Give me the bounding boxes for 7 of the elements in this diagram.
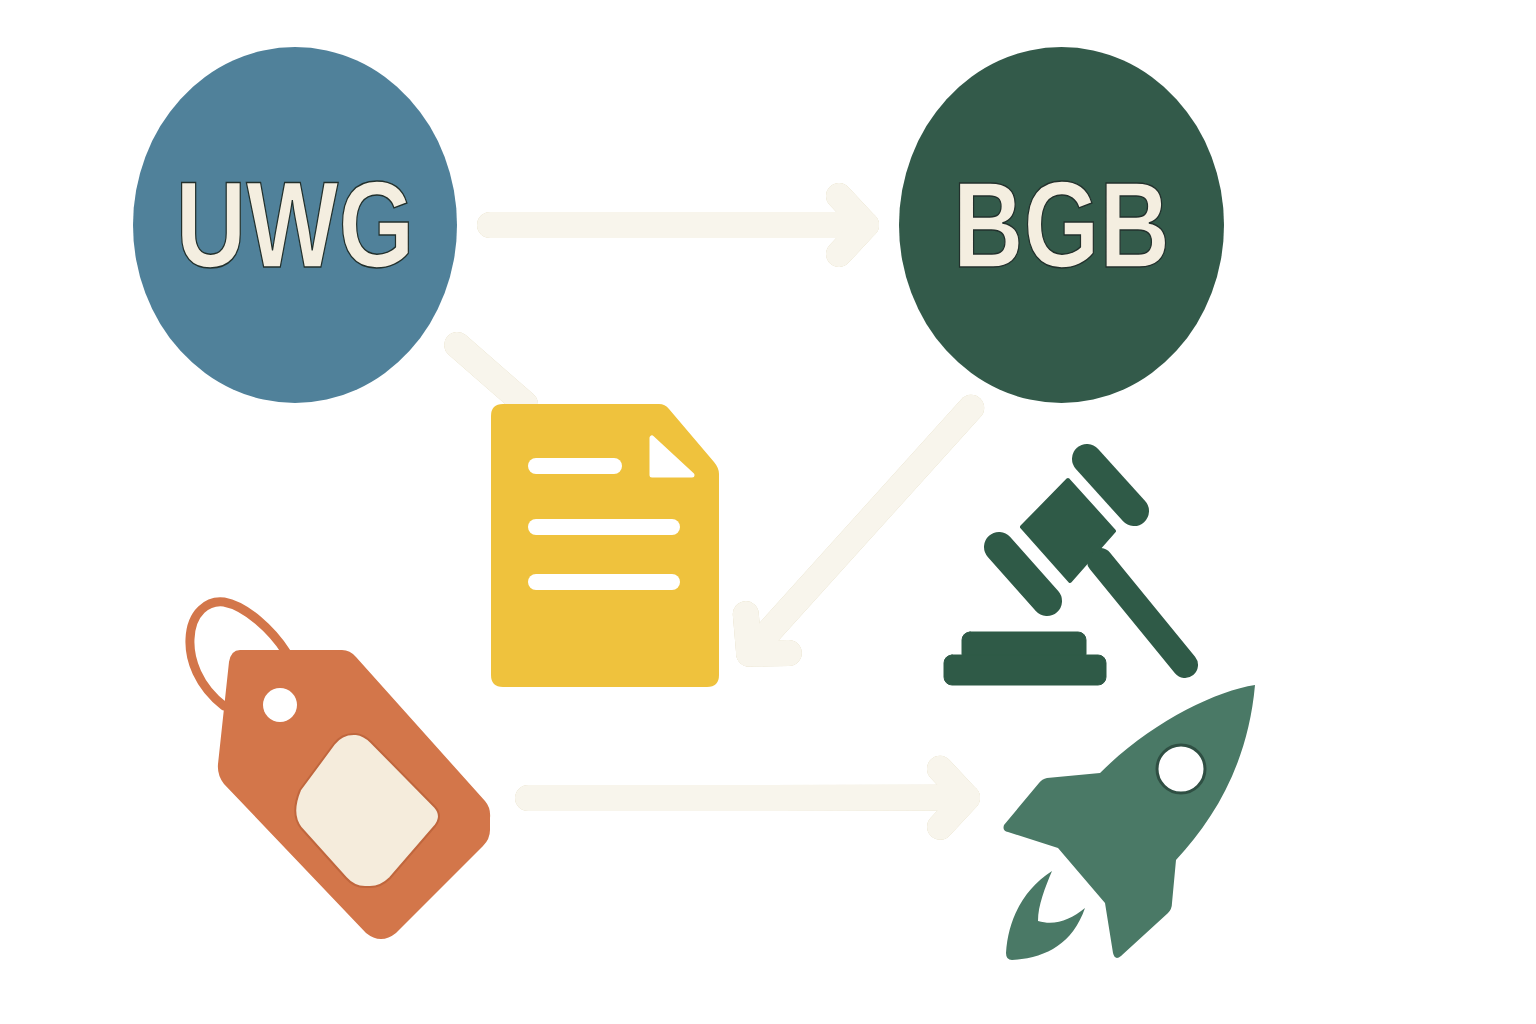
document-icon (491, 404, 719, 687)
node-label: UWG (175, 164, 415, 286)
arrow (515, 755, 980, 840)
arrow (732, 394, 985, 667)
node-label: BGB (953, 164, 1170, 286)
arrow (477, 183, 879, 267)
gavel-icon (942, 443, 1200, 687)
